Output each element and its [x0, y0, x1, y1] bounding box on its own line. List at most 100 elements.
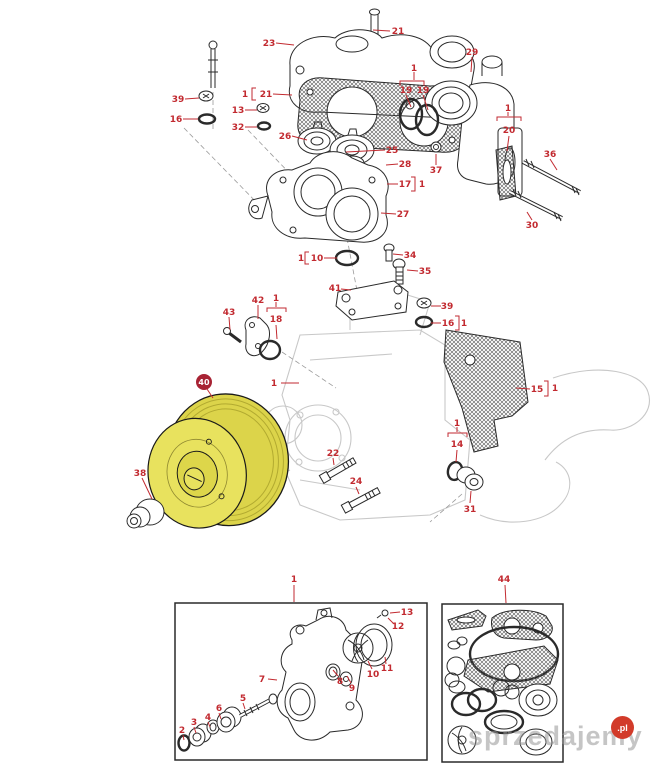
bracket-15-art — [443, 329, 529, 453]
callout-label-39: 39 — [172, 95, 185, 105]
leader-line — [206, 388, 214, 399]
leader-line — [251, 87, 256, 101]
leader-line — [345, 149, 386, 153]
callout-label-16: 16 — [442, 319, 455, 329]
plug-13-art — [256, 103, 272, 131]
leader-line — [182, 734, 185, 741]
stud-36-art — [522, 158, 581, 196]
callout-label-13: 13 — [232, 106, 245, 116]
rod-fitting-art — [208, 40, 218, 88]
callout-label-1: 1 — [291, 575, 297, 585]
callout-label-1: 1 — [454, 419, 460, 429]
callout-label-6: 6 — [216, 704, 222, 714]
leader-line — [496, 116, 522, 121]
callout-label-10: 10 — [367, 670, 380, 680]
bracket-hole — [464, 354, 476, 366]
leader-line — [506, 135, 510, 152]
leader-line — [340, 288, 352, 291]
leader-line — [218, 712, 222, 720]
leader-line — [392, 253, 404, 256]
leader-line — [346, 675, 352, 684]
leader-line — [389, 611, 401, 614]
leader-line — [267, 678, 278, 681]
leader-line — [544, 380, 549, 397]
plug-39-mid-art — [414, 297, 434, 329]
top-assembly-art — [197, 8, 581, 321]
callout-label-19: 19 — [400, 86, 413, 96]
leader-line — [549, 158, 558, 171]
callout-label-1: 1 — [411, 64, 417, 74]
callout-label-7: 7 — [259, 675, 265, 685]
callout-label-19: 19 — [417, 86, 430, 96]
leader-line — [275, 42, 295, 46]
callout-label-22: 22 — [327, 449, 340, 459]
callout-label-13: 13 — [401, 608, 414, 618]
leader-line — [470, 56, 473, 73]
callout-label-11: 11 — [381, 664, 394, 674]
leader-line — [526, 211, 533, 221]
inset-box-right — [441, 603, 564, 763]
callout-label-1: 1 — [271, 379, 277, 389]
mid-assembly-art — [126, 297, 529, 529]
callout-label-44: 44 — [498, 575, 511, 585]
leader-line — [355, 486, 360, 495]
impeller-parts-art — [325, 609, 393, 687]
callout-label-29: 29 — [466, 48, 479, 58]
callout-label-1: 1 — [419, 180, 425, 190]
callout-label-38: 38 — [134, 469, 147, 479]
callout-label-1: 1 — [273, 294, 279, 304]
leader-line — [372, 29, 391, 32]
plug-39-art — [197, 90, 217, 125]
callout-label-43: 43 — [223, 308, 236, 318]
callout-label-9: 9 — [349, 684, 355, 694]
callout-label-14: 14 — [451, 440, 464, 450]
bolt-34-art — [383, 243, 395, 262]
stud-30-art — [509, 188, 563, 222]
callout-label-40: 40 — [198, 378, 210, 387]
side-plate-art — [495, 145, 517, 201]
o-ring-19-art — [414, 103, 440, 137]
leader-line — [455, 449, 458, 463]
cover-plate-42-art — [223, 316, 282, 361]
leader-line — [193, 726, 197, 734]
leader-line — [422, 94, 429, 111]
leader-line — [406, 269, 419, 272]
pump-shaft-parts-art — [177, 693, 278, 752]
callout-badge — [196, 374, 212, 390]
callout-label-1: 1 — [298, 254, 304, 264]
leader-line — [272, 93, 293, 96]
callout-label-21: 21 — [392, 27, 405, 37]
leader-line — [275, 324, 278, 340]
callout-label-30: 30 — [526, 221, 539, 231]
leader-line — [411, 176, 416, 192]
leader-line — [455, 315, 460, 331]
o-ring-19-art — [398, 97, 424, 131]
callout-label-24: 24 — [350, 477, 363, 487]
plug-31-art — [456, 466, 484, 491]
callout-label-5: 5 — [240, 694, 246, 704]
leader-line — [332, 457, 335, 466]
leader-line — [405, 94, 412, 108]
callout-label-39: 39 — [441, 302, 454, 312]
leader-line — [141, 477, 153, 500]
callout-label-3: 3 — [191, 718, 197, 728]
callout-label-20: 20 — [503, 126, 516, 136]
leader-line — [367, 660, 373, 670]
leader-line — [384, 656, 387, 665]
thermostat-housing-art — [248, 151, 389, 243]
pulley-art — [147, 393, 290, 529]
cover-plate-41-art — [335, 280, 409, 321]
nut-37-art — [430, 141, 442, 153]
leader-line — [515, 387, 531, 390]
callout-label-27: 27 — [397, 210, 410, 220]
assembly-axis-lines — [183, 92, 463, 523]
callout-label-23: 23 — [263, 39, 276, 49]
callout-label-37: 37 — [430, 166, 443, 176]
callout-label-41: 41 — [329, 284, 342, 294]
callout-label-16: 16 — [170, 115, 183, 125]
callout-label-15: 15 — [531, 385, 544, 395]
watermark-pl-badge: .pl — [611, 716, 634, 739]
leader-line — [304, 251, 309, 265]
leader-line — [242, 702, 246, 710]
